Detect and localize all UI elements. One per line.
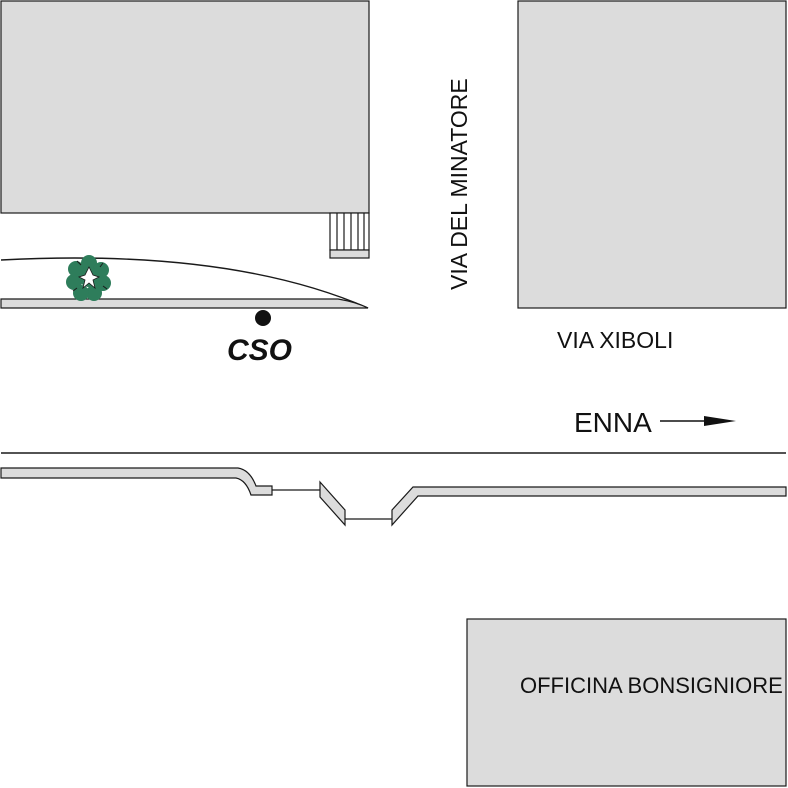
notch-left: [319, 480, 346, 527]
building-label-officina: OFFICINA BONSIGNIORE: [520, 673, 783, 698]
street-label-via-del-minatore: VIA DEL MINATORE: [446, 78, 472, 290]
building-top-left: [0, 0, 370, 214]
road-curve: [0, 257, 369, 309]
building-officina: [466, 618, 787, 787]
cso-marker-dot: [255, 310, 271, 326]
sidewalk-lower-left: [0, 467, 273, 496]
direction-label-enna: ENNA: [574, 407, 652, 438]
sidewalk-left: [0, 298, 369, 309]
notch-right: [391, 486, 787, 527]
arrow-right-icon: [660, 416, 736, 426]
street-label-via-xiboli: VIA XIBOLI: [557, 327, 673, 353]
stairs: [329, 212, 370, 259]
building-top-right: [517, 0, 787, 309]
tree-icon: [66, 255, 111, 301]
cso-label: CSO: [227, 334, 292, 367]
